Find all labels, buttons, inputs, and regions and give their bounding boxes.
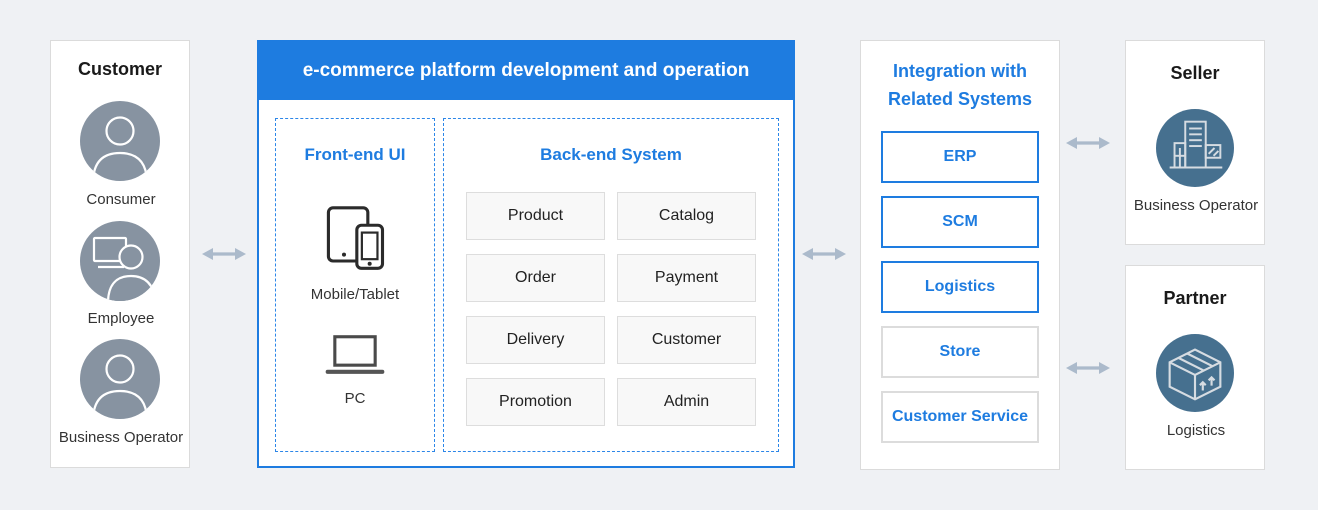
customer-panel: Customer Consumer Employee Business Oper… [50,40,190,468]
bidirectional-arrow-icon [802,247,846,261]
person-icon [80,339,160,419]
backend-module-grid: Product Catalog Order Payment Delivery C… [444,192,778,426]
customer-item-label: Employee [87,310,155,327]
backend-module: Payment [617,254,756,302]
partner-panel-label: Logistics [1166,422,1226,439]
mobile-tablet-icon [326,206,385,270]
integration-panel: Integration with Related Systems ERP SCM… [860,40,1060,470]
integration-system-scm: SCM [881,196,1039,248]
integration-title-line2: Related Systems [887,89,1033,109]
integration-panel-title: Integration with Related Systems [861,57,1059,113]
customer-panel-title: Customer [77,59,162,79]
backend-module: Catalog [617,192,756,240]
integration-system-logistics: Logistics [881,261,1039,313]
bidirectional-arrow-icon [1066,361,1110,375]
backend-module: Product [466,192,605,240]
bidirectional-arrow-icon [1066,136,1110,150]
backend-title: Back-end System [540,145,682,164]
building-icon [1156,109,1234,187]
backend-module: Customer [617,316,756,364]
partner-panel: Partner Logistics [1125,265,1265,470]
frontend-section: Front-end UI Mobile/Tablet PC [275,118,435,452]
laptop-icon [325,335,385,374]
frontend-item-label: PC [344,390,366,407]
customer-item-label: Business Operator [58,429,184,446]
platform-header: e-commerce platform development and oper… [259,42,793,100]
integration-system-customer-service: Customer Service [881,391,1039,443]
person-icon [80,101,160,181]
backend-section: Back-end System Product Catalog Order Pa… [443,118,779,452]
backend-module: Order [466,254,605,302]
integration-title-line1: Integration with [893,61,1027,81]
integration-system-erp: ERP [881,131,1039,183]
customer-item-label: Consumer [86,191,156,208]
bidirectional-arrow-icon [202,247,246,261]
package-icon [1156,334,1234,412]
backend-module: Delivery [466,316,605,364]
seller-panel-label: Business Operator [1133,197,1259,214]
frontend-item-label: Mobile/Tablet [310,286,400,303]
platform-box: e-commerce platform development and oper… [257,40,795,468]
integration-system-list: ERP SCM Logistics Store Customer Service [881,131,1039,443]
seller-panel: Seller Business Operat [1125,40,1265,245]
person-at-monitor-icon [80,221,160,301]
partner-panel-title: Partner [1163,288,1227,308]
integration-system-store: Store [881,326,1039,378]
frontend-title: Front-end UI [304,145,406,164]
backend-module: Promotion [466,378,605,426]
backend-module: Admin [617,378,756,426]
seller-panel-title: Seller [1170,63,1220,83]
